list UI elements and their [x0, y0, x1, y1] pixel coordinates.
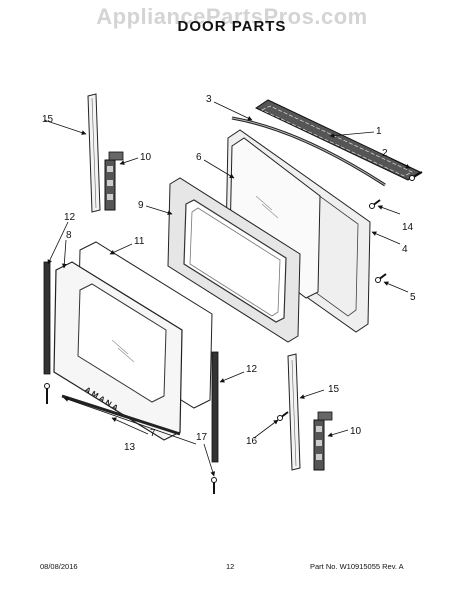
- callout-10-bottom: 10: [350, 426, 362, 437]
- callout-1: 1: [376, 126, 382, 137]
- callout-14: 14: [402, 222, 414, 233]
- callout-11: 11: [134, 236, 145, 247]
- callout-6: 6: [196, 152, 202, 163]
- part-12-left-side-trim: [43, 261, 51, 375]
- leader-lines: [43, 101, 411, 477]
- callout-3: 3: [206, 94, 212, 105]
- callout-15-top: 15: [42, 114, 54, 125]
- screw-part-12-left: [44, 383, 50, 404]
- callout-12-left: 12: [64, 212, 76, 223]
- part-1-door-vent-trim: [254, 99, 422, 181]
- callout-5: 5: [410, 292, 416, 303]
- part-12-right-side-trim: [211, 351, 219, 463]
- part-7-bottom-trim: [61, 394, 181, 436]
- watermark: AppliancePartsPros.com: [96, 4, 368, 29]
- callout-10-top: 10: [140, 152, 152, 163]
- part-9-glass-pack-frame: [167, 177, 301, 343]
- callout-17: 17: [196, 432, 208, 443]
- callout-15-bottom: 15: [328, 384, 340, 395]
- screw-part-2: [409, 171, 423, 181]
- callout-13: 13: [124, 442, 136, 453]
- callout-16: 16: [246, 436, 258, 447]
- page-title: DOOR PARTS: [177, 18, 287, 35]
- screw-part-16: [277, 411, 289, 421]
- footer-date: 08/08/2016: [40, 562, 78, 571]
- screw-part-17: [211, 477, 217, 494]
- footer-page-number: 12: [226, 562, 235, 571]
- part-15-left-hinge-channel: [87, 93, 101, 213]
- screw-part-5: [375, 273, 387, 283]
- callout-12-right: 12: [246, 364, 258, 375]
- part-15-right-hinge-channel: [287, 353, 301, 471]
- part-8-outer-door-panel: AMANA: [53, 261, 183, 441]
- part-10-right-hinge: [313, 411, 333, 471]
- callout-2: 2: [382, 148, 388, 159]
- part-10-left-hinge: [104, 151, 124, 211]
- callout-4: 4: [402, 244, 408, 255]
- callout-7: 7: [150, 428, 156, 439]
- callout-8: 8: [66, 230, 72, 241]
- part-3-top-strip: [231, 116, 386, 187]
- screw-part-14: [369, 199, 381, 209]
- callout-9: 9: [138, 200, 144, 211]
- footer-part-number: Part No. W10915055 Rev. A: [310, 562, 404, 571]
- exploded-parts-diagram: AMANA: [42, 93, 423, 494]
